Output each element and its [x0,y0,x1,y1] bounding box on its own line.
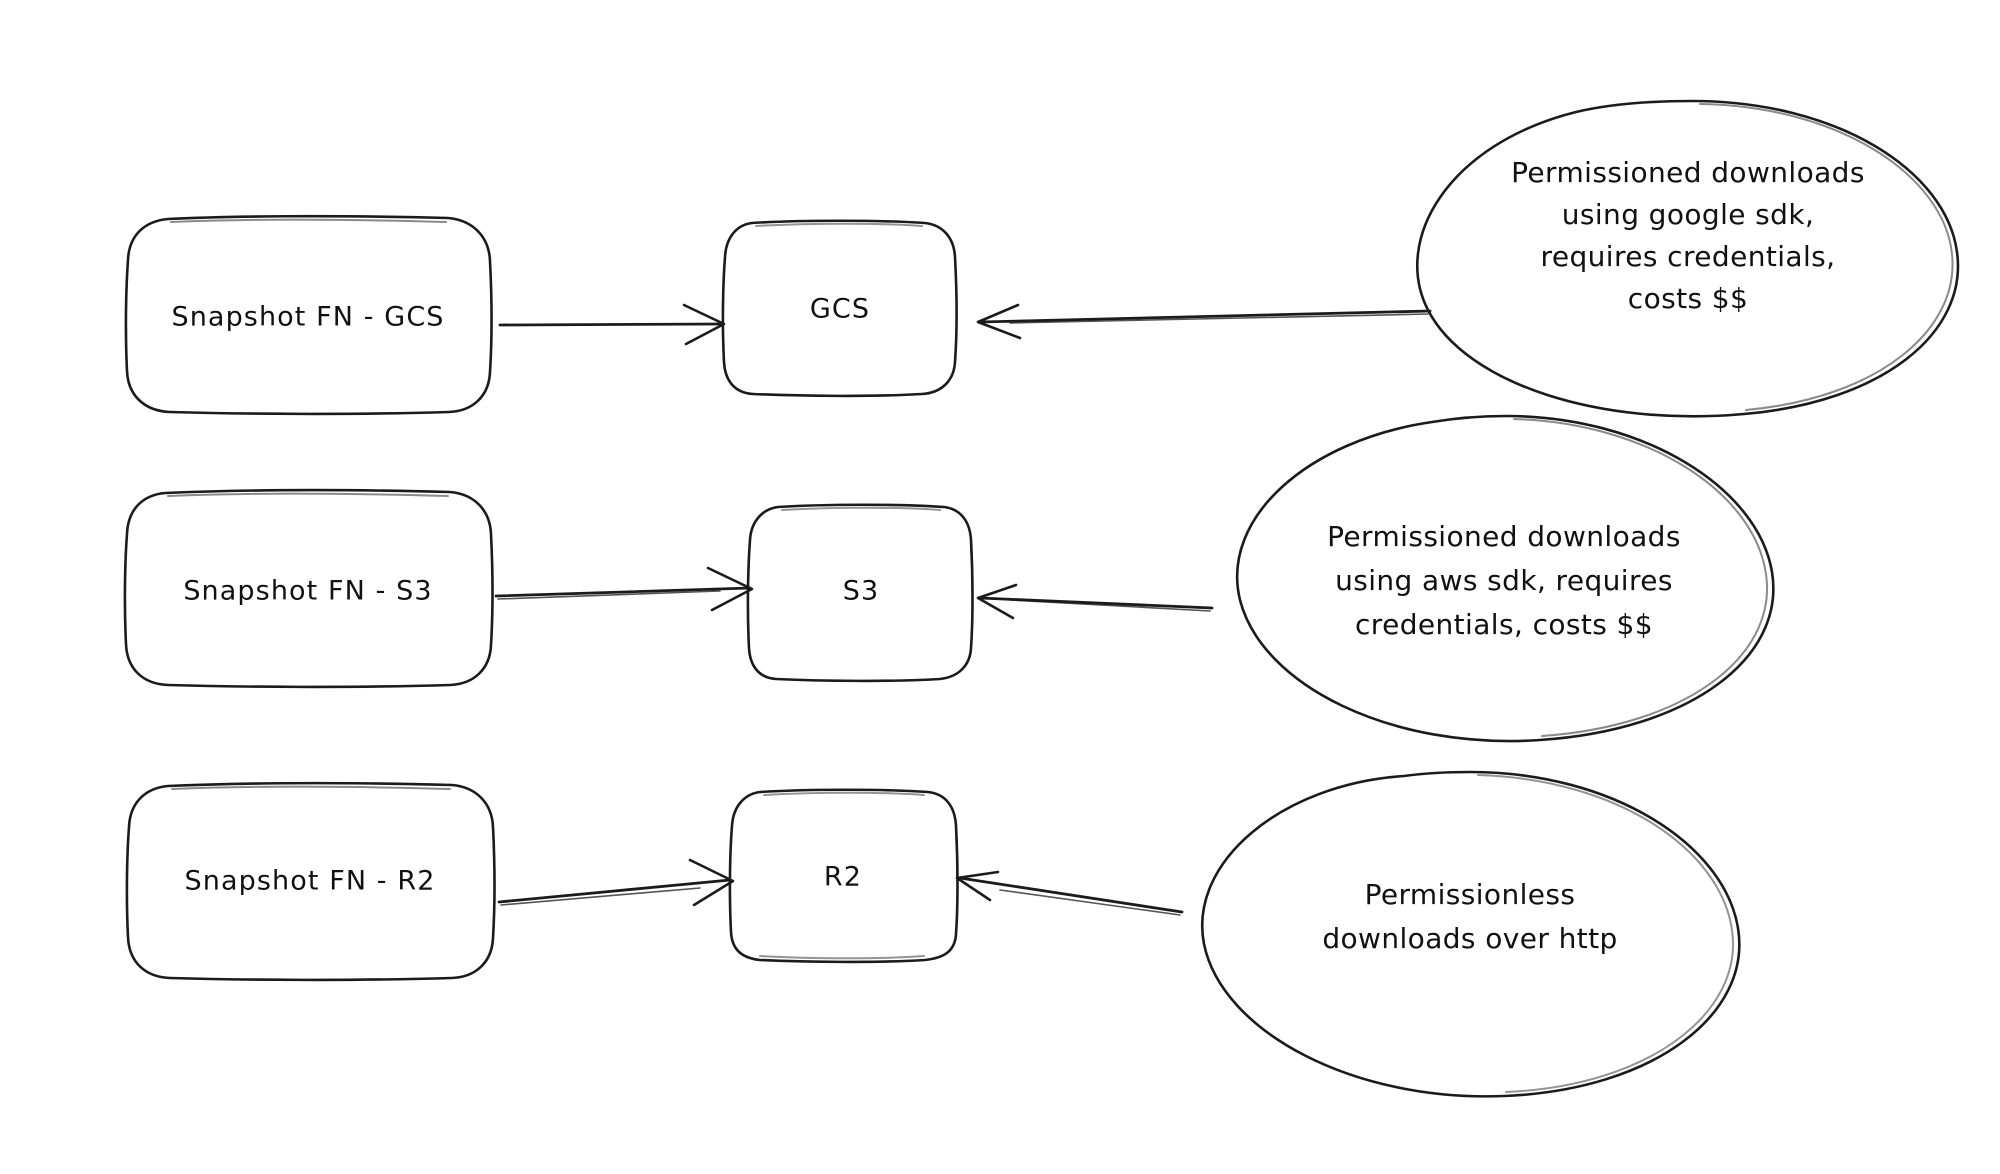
note-line-r2-1: Permissionless [1365,878,1576,911]
arrow-note-gcs-to-gcs [976,303,1432,340]
arrow-snapshot-fn-s3-to-s3 [494,566,754,612]
note-bubble-s3[interactable]: Permissioned downloads using aws sdk, re… [1235,414,1775,743]
node-label-s3: S3 [843,576,880,607]
note-bubble-gcs[interactable]: Permissioned downloads using google sdk,… [1416,99,1960,418]
node-label-snapshot-fn-s3: Snapshot FN - S3 [183,576,432,607]
node-snapshot-fn-r2[interactable]: Snapshot FN - R2 [125,781,496,982]
arrow-snapshot-fn-r2-to-r2 [497,858,735,907]
node-r2[interactable]: R2 [728,788,959,964]
arrow-note-s3-to-s3 [976,583,1214,620]
node-label-snapshot-fn-r2: Snapshot FN - R2 [185,866,436,897]
note-line-r2-2: downloads over http [1322,922,1617,955]
node-s3[interactable]: S3 [746,503,974,683]
node-snapshot-fn-gcs[interactable]: Snapshot FN - GCS [124,214,493,416]
node-gcs[interactable]: GCS [721,219,958,398]
arrow-snapshot-fn-gcs-to-gcs [498,303,726,346]
note-line-gcs-2: using google sdk, [1562,198,1815,231]
note-line-s3-3: credentials, costs $$ [1355,608,1653,641]
node-label-r2: R2 [824,862,862,893]
note-line-gcs-3: requires credentials, [1541,240,1836,273]
note-line-gcs-4: costs $$ [1628,282,1748,315]
note-bubble-r2[interactable]: Permissionless downloads over http [1201,770,1741,1098]
note-line-s3-1: Permissioned downloads [1327,520,1681,553]
node-label-snapshot-fn-gcs: Snapshot FN - GCS [171,302,444,333]
note-line-gcs-1: Permissioned downloads [1511,156,1865,189]
node-snapshot-fn-s3[interactable]: Snapshot FN - S3 [123,488,494,689]
arrow-note-r2-to-r2 [955,870,1184,916]
node-label-gcs: GCS [810,294,870,325]
note-line-s3-2: using aws sdk, requires [1335,564,1673,597]
